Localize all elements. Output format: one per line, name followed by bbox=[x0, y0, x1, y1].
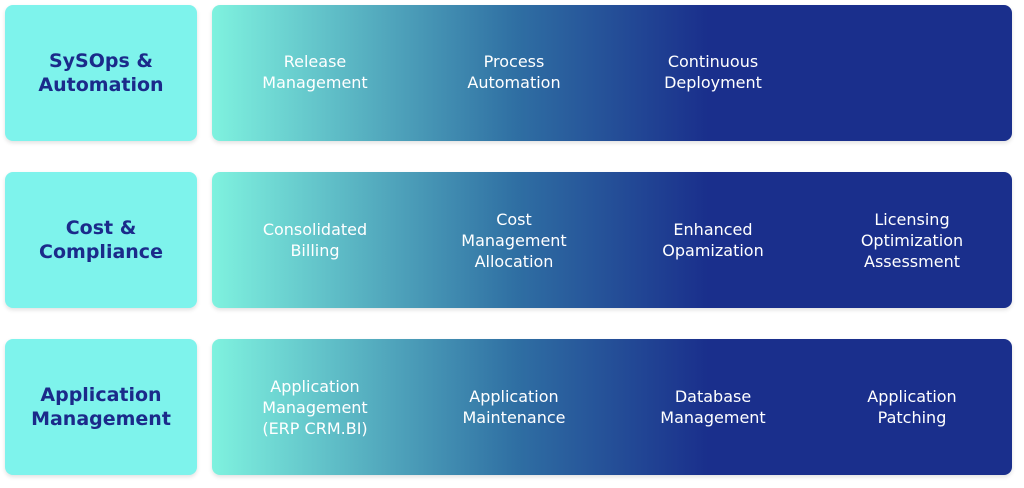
service-item: Application Patching bbox=[817, 339, 1007, 475]
service-label: Continuous Deployment bbox=[664, 52, 762, 92]
service-item: Release Management bbox=[220, 5, 410, 141]
service-label: Licensing Optimization Assessment bbox=[860, 209, 964, 271]
service-label: Cost Management Allocation bbox=[461, 209, 567, 271]
row-application-management: Application Management Application Manag… bbox=[5, 339, 1012, 475]
service-label: Process Automation bbox=[467, 52, 561, 92]
services-band: Consolidated Billing Cost Management All… bbox=[212, 172, 1012, 308]
service-item: Application Maintenance bbox=[419, 339, 609, 475]
category-title: Cost & Compliance bbox=[39, 217, 163, 263]
service-item: Enhanced Opamization bbox=[618, 172, 808, 308]
service-label: Application Maintenance bbox=[462, 387, 566, 427]
category-title: Application Management bbox=[31, 384, 171, 430]
service-item: Process Automation bbox=[419, 5, 609, 141]
service-item: Application Management (ERP CRM.BI) bbox=[220, 339, 410, 475]
service-item: Database Management bbox=[618, 339, 808, 475]
service-item: Consolidated Billing bbox=[220, 172, 410, 308]
service-item: Continuous Deployment bbox=[618, 5, 808, 141]
service-label: Release Management bbox=[262, 52, 368, 92]
services-band: Application Management (ERP CRM.BI) Appl… bbox=[212, 339, 1012, 475]
category-title: SySOps & Automation bbox=[38, 50, 164, 96]
service-item: Cost Management Allocation bbox=[419, 172, 609, 308]
service-label: Consolidated Billing bbox=[262, 220, 368, 260]
category-box: SySOps & Automation bbox=[5, 5, 197, 141]
service-label: Application Patching bbox=[867, 387, 957, 427]
category-box: Cost & Compliance bbox=[5, 172, 197, 308]
service-label: Database Management bbox=[660, 387, 766, 427]
row-cost-compliance: Cost & Compliance Consolidated Billing C… bbox=[5, 172, 1012, 308]
service-label: Enhanced Opamization bbox=[662, 220, 764, 260]
service-item: Licensing Optimization Assessment bbox=[817, 172, 1007, 308]
service-label: Application Management (ERP CRM.BI) bbox=[262, 376, 368, 438]
row-sysops-automation: SySOps & Automation Release Management P… bbox=[5, 5, 1012, 141]
category-box: Application Management bbox=[5, 339, 197, 475]
services-band: Release Management Process Automation Co… bbox=[212, 5, 1012, 141]
